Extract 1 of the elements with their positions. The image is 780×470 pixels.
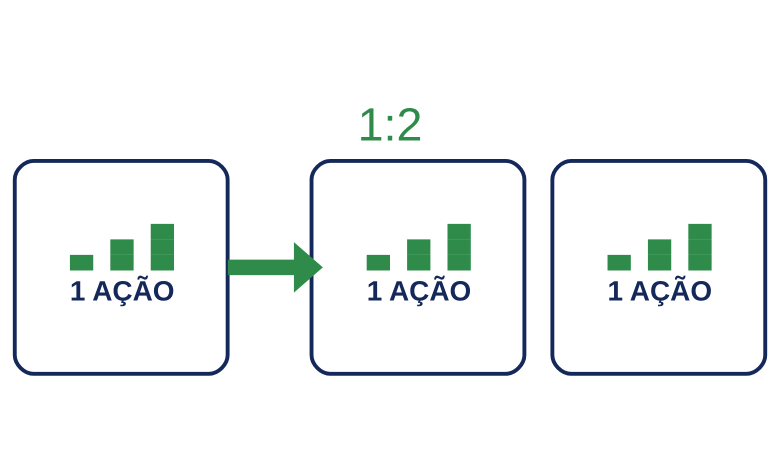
diagram-title: 1:2 [358,98,422,150]
